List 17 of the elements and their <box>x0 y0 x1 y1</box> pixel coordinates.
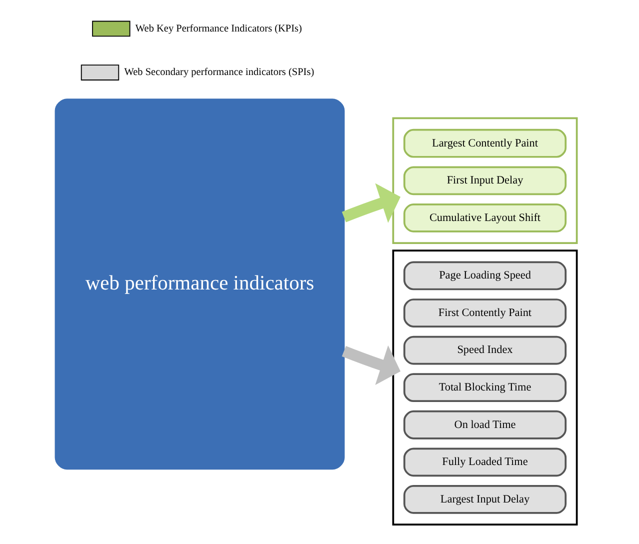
node-box: Total Blocking Time <box>402 373 566 402</box>
cluster <box>392 250 578 526</box>
node-box: Speed Index <box>402 336 566 365</box>
arrow <box>341 345 400 386</box>
arrow <box>341 183 400 223</box>
node-box: Cumulative Layout Shift <box>402 203 566 232</box>
cluster <box>392 117 578 244</box>
node-box: First Contently Paint <box>402 298 566 328</box>
node-box: On load Time <box>402 410 566 440</box>
node-box: First Input Delay <box>402 166 566 196</box>
node-box: Fully Loaded Time <box>402 448 566 477</box>
node-box: Page Loading Speed <box>402 261 566 290</box>
node-box: web performance indicators <box>54 98 344 470</box>
node-box: Largest Input Delay <box>402 485 566 514</box>
legend-label: Web Secondary performance indicators (SPIs) <box>124 67 314 78</box>
legend-label: Web Key Performance Indicators (KPIs) <box>134 23 302 34</box>
node-box: Largest Contently Paint <box>402 128 566 158</box>
